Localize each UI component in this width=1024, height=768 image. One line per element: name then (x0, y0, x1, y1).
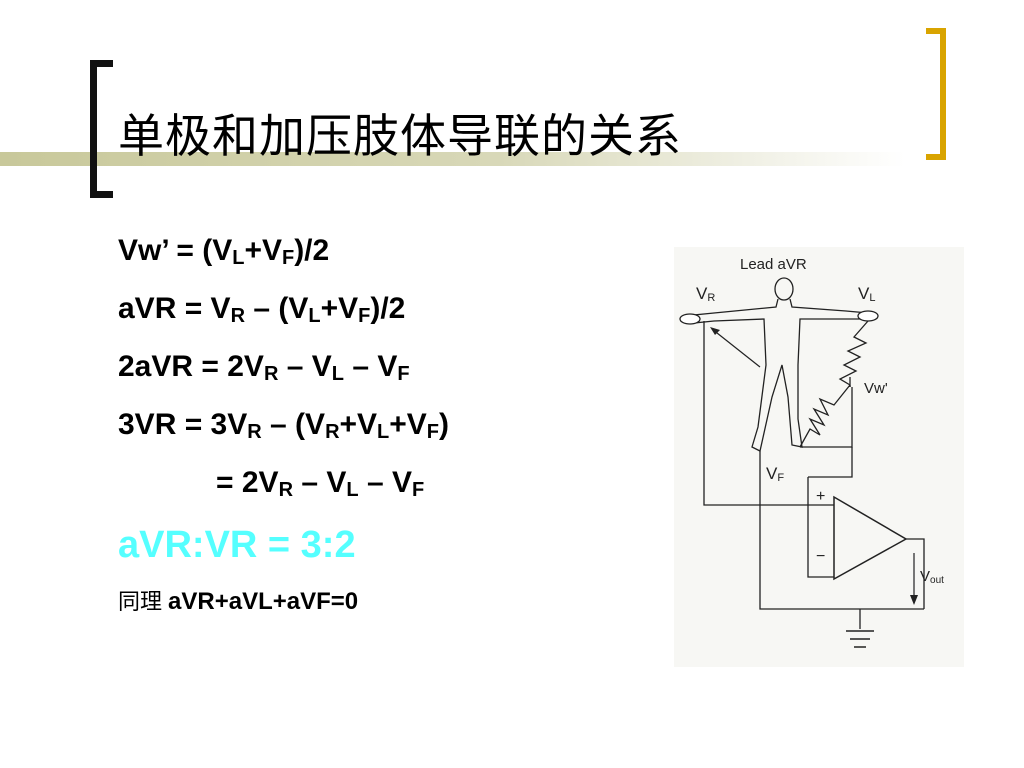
title-underline-bar (0, 152, 905, 166)
left-bracket-decoration (90, 60, 113, 198)
minus-input-label: − (816, 548, 825, 565)
lead-avr-circuit-figure: Lead aVR VR VL (674, 247, 964, 667)
op-amp-icon (833, 495, 908, 581)
ratio-highlight: aVR:VR = 3:2 (118, 524, 356, 566)
vout-arrow-head-icon (910, 595, 918, 605)
circuit-wires (703, 320, 925, 629)
arrow-head-icon (710, 327, 720, 335)
equation-3: 2aVR = 2VR – VL – VF (118, 350, 410, 385)
equation-5: = 2VR – VL – VF (216, 466, 425, 501)
left-arm-electrode (857, 310, 879, 322)
label-vl: VL (858, 284, 875, 304)
right-bracket-decoration (926, 28, 946, 160)
figure-title: Lead aVR (740, 256, 807, 273)
equation-1: Vw’ = (VL+VF)/2 (118, 234, 330, 269)
ground-icon (846, 630, 874, 648)
label-vw: Vw' (864, 380, 888, 397)
right-arm-electrode (679, 313, 701, 325)
human-figure-icon (693, 277, 869, 452)
slide-title: 单极和加压肢体导联的关系 (118, 109, 682, 163)
lead-arrow (711, 328, 761, 368)
equation-2: aVR = VR – (VL+VF)/2 (118, 292, 406, 327)
similarly-prefix: 同理 (118, 590, 163, 615)
label-vf: VF (766, 464, 784, 484)
similarly-expression: aVR+aVL+aVF=0 (168, 588, 359, 615)
label-vout: Vout (920, 568, 944, 586)
circuit-diagram: Lead aVR VR VL (679, 256, 944, 648)
plus-input-label: + (816, 488, 825, 505)
equation-4: 3VR = 3VR – (VR+VL+VF) (118, 408, 450, 443)
label-vr: VR (696, 284, 715, 304)
